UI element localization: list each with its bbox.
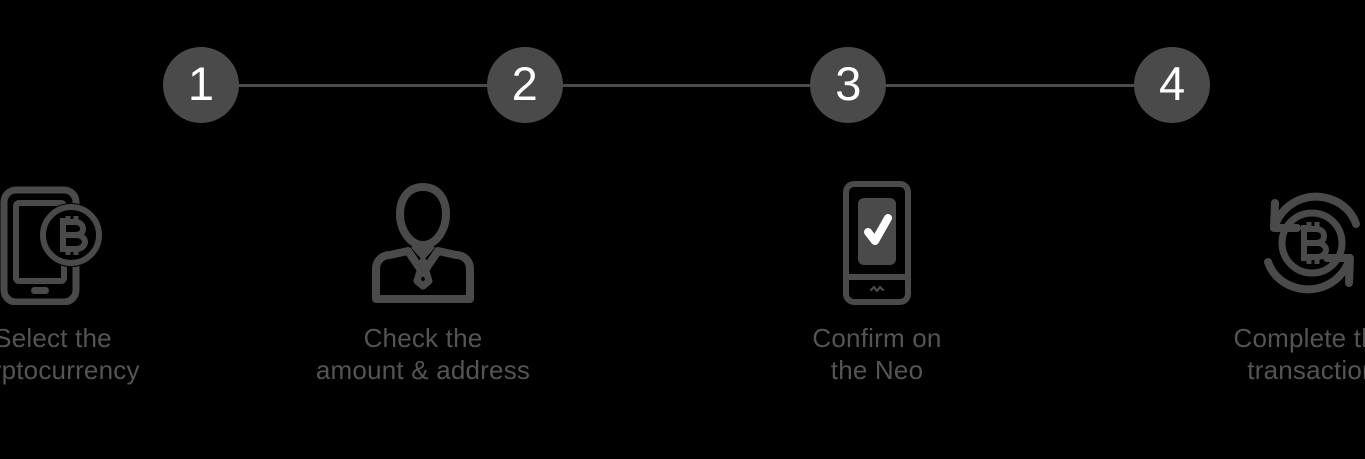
hardware-wallet-check-icon xyxy=(828,178,926,308)
step-label-3: Confirm on the Neo xyxy=(812,323,942,385)
step-column-3: Confirm on the Neo xyxy=(683,178,1071,418)
person-user-icon xyxy=(370,178,476,308)
step-label-2: Check the amount & address xyxy=(315,323,531,385)
step-node-3[interactable]: 3 xyxy=(810,47,887,123)
step-number-3: 3 xyxy=(835,57,862,110)
step-number-1: 1 xyxy=(187,57,215,110)
step-column-1: Select the cryptocurrency xyxy=(0,178,247,418)
step-content-columns: Select the cryptocurrency Check the amou… xyxy=(0,178,1365,418)
step-label-1: Select the cryptocurrency xyxy=(0,323,140,385)
step-connector-3-4 xyxy=(886,83,1135,87)
step-connector-1-2 xyxy=(239,83,487,87)
step-connector-2-3 xyxy=(562,83,811,87)
step-node-2[interactable]: 2 xyxy=(486,47,563,123)
step-column-2: Check the amount & address xyxy=(229,178,617,418)
smartphone-bitcoin-icon xyxy=(0,178,109,308)
step-node-4[interactable]: 4 xyxy=(1134,47,1211,123)
bitcoin-exchange-arrows-icon xyxy=(1253,178,1365,308)
step-label-4: Complete the transaction xyxy=(1233,323,1365,385)
step-indicator-bar: 1 2 3 4 xyxy=(163,47,1211,123)
step-column-4: Complete the transaction xyxy=(1118,178,1365,418)
step-number-2: 2 xyxy=(511,57,538,110)
step-number-4: 4 xyxy=(1158,57,1186,110)
step-node-1[interactable]: 1 xyxy=(163,47,239,123)
